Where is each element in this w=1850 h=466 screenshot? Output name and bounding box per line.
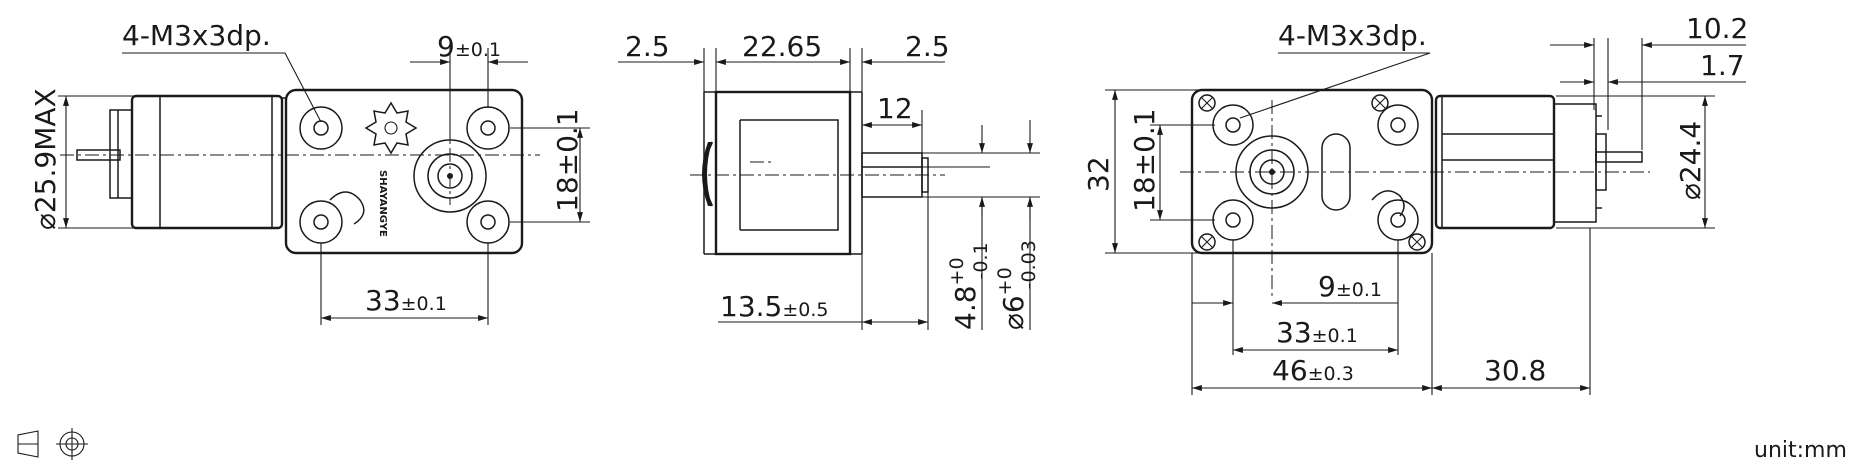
motor-body-back bbox=[1434, 94, 1556, 230]
thread-note-leader-back bbox=[1239, 52, 1431, 119]
dim-shaft-length: 12 bbox=[877, 92, 913, 125]
projection-circle-icon bbox=[56, 428, 88, 460]
brand-logo: SHAYANGYE bbox=[364, 101, 418, 237]
mount-hole-bl bbox=[299, 200, 343, 244]
gearbox-side-body bbox=[714, 90, 852, 256]
dim-shaft-flat: 4.8+0-0.1 bbox=[946, 242, 992, 330]
thread-note-label: 4-M3x3dp. bbox=[122, 19, 271, 52]
dim-shaft-offset-back: 9±0.1 bbox=[1318, 270, 1382, 303]
dim-hole-vertical: 18±0.1 bbox=[551, 108, 584, 212]
dim-top-1-7: 1.7 bbox=[1700, 49, 1745, 82]
view-side-middle: 2.5 22.65 2.5 12 13.5±0.5 4.8+0-0.1 ⌀6+0… bbox=[618, 30, 1040, 330]
dim-side-right: 2.5 bbox=[905, 30, 950, 63]
dim-overall-length: 13.5±0.5 bbox=[720, 290, 828, 323]
mount-hole-br bbox=[466, 200, 510, 244]
corner-screw-bl bbox=[1198, 233, 1216, 251]
gearbox-plate bbox=[284, 88, 524, 255]
logo-text: SHAYANGYE bbox=[377, 170, 388, 237]
motor-end-cap-back bbox=[1553, 103, 1597, 223]
view-back-right: 4-M3x3dp. 10.2 1.7 ⌀24.4 32 18±0.1 bbox=[1082, 12, 1748, 395]
thread-note-leader bbox=[122, 52, 322, 123]
dim-motor-length: 30.8 bbox=[1484, 354, 1546, 387]
dim-hole-horizontal-back: 33±0.1 bbox=[1276, 316, 1358, 349]
dim-hole-horizontal: 33±0.1 bbox=[365, 284, 447, 317]
dim-shaft-diameter: ⌀6+0-0.03 bbox=[994, 240, 1040, 330]
keyhole-slot-back bbox=[1371, 190, 1405, 217]
dim-side-body: 22.65 bbox=[742, 30, 822, 63]
projection-cone-icon bbox=[17, 430, 39, 458]
mount-hole-back-tr bbox=[1377, 104, 1419, 146]
projection-symbol bbox=[17, 428, 88, 460]
dim-side-left: 2.5 bbox=[625, 30, 670, 63]
view-front-left: SHAYANGYE 4-M3x3dp. 9±0.1 18±0.1 33±0.1 … bbox=[29, 19, 590, 325]
unit-label: unit:mm bbox=[1754, 438, 1847, 463]
corner-screw-br bbox=[1408, 233, 1426, 251]
dim-motor-diameter: ⌀25.9MAX bbox=[29, 88, 62, 230]
corner-screw-tr bbox=[1371, 94, 1389, 112]
dim-top-10-2: 10.2 bbox=[1686, 12, 1748, 45]
motor-rear-shaft bbox=[1595, 151, 1643, 163]
output-shaft-boss-back bbox=[1235, 135, 1309, 209]
motor-body bbox=[130, 94, 284, 230]
dim-hole-vertical-back: 18±0.1 bbox=[1128, 108, 1161, 212]
dim-height-32: 32 bbox=[1082, 156, 1115, 192]
motor-end-cap bbox=[109, 109, 133, 199]
corner-screw-tl bbox=[1198, 94, 1216, 112]
mount-hole-tl bbox=[299, 106, 343, 150]
thread-note-label-back: 4-M3x3dp. bbox=[1278, 19, 1427, 52]
mount-hole-tr bbox=[466, 106, 510, 150]
mount-hole-back-tl bbox=[1212, 104, 1254, 146]
keyhole-slot bbox=[329, 191, 365, 225]
dim-shaft-offset: 9±0.1 bbox=[437, 30, 501, 63]
mount-hole-back-br bbox=[1377, 199, 1419, 241]
mount-hole-back-bl bbox=[1212, 199, 1254, 241]
dim-total-width: 46±0.3 bbox=[1272, 354, 1354, 387]
dim-motor-diameter-back: ⌀24.4 bbox=[1674, 121, 1707, 200]
gearbox-inner-profile bbox=[740, 119, 839, 231]
